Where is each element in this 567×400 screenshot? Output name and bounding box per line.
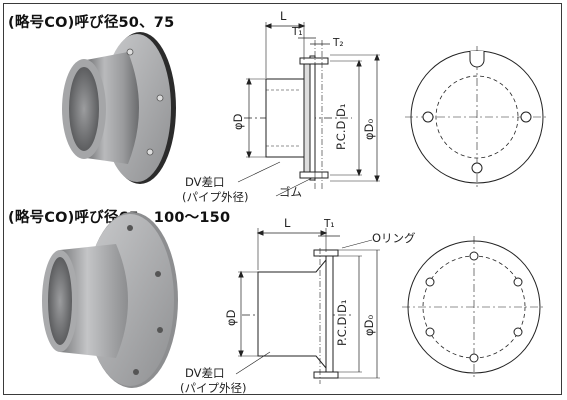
dim-L-1: L xyxy=(280,9,287,23)
dim-phiD0-1: φD₀ xyxy=(362,118,376,140)
dim-L-2: L xyxy=(284,216,291,230)
pipe-od-label-1: (パイプ外径) xyxy=(182,190,249,204)
dim-phiD-2: φD xyxy=(224,309,238,326)
dim-phiD0-2: φD₀ xyxy=(362,314,376,336)
section1-title: (略号CO)呼び径50、75 xyxy=(8,15,175,31)
flange-photo-2 xyxy=(42,212,178,388)
dim-T2-1: T₂ xyxy=(333,37,344,49)
dim-phiD-1: φD xyxy=(231,113,245,130)
front-view-1 xyxy=(405,46,549,188)
dim-pcd-1: P.C.D D₁ xyxy=(334,103,348,150)
dv-label-1: DV差口 xyxy=(185,175,225,189)
side-view-1 xyxy=(237,22,380,197)
oring-label: Oリング xyxy=(372,231,416,245)
dim-T1-1: T₁ xyxy=(292,26,303,38)
pipe-od-label-2: (パイプ外径) xyxy=(180,381,247,395)
flange-photo-1 xyxy=(62,32,176,184)
side-view-2 xyxy=(235,228,380,384)
dim-pcd-2: P.C.D D₁ xyxy=(335,299,349,346)
dim-T1-2: T₁ xyxy=(324,218,335,230)
dv-label-2: DV差口 xyxy=(185,366,225,380)
front-view-2 xyxy=(402,236,546,378)
rubber-label: ゴム xyxy=(279,185,302,199)
